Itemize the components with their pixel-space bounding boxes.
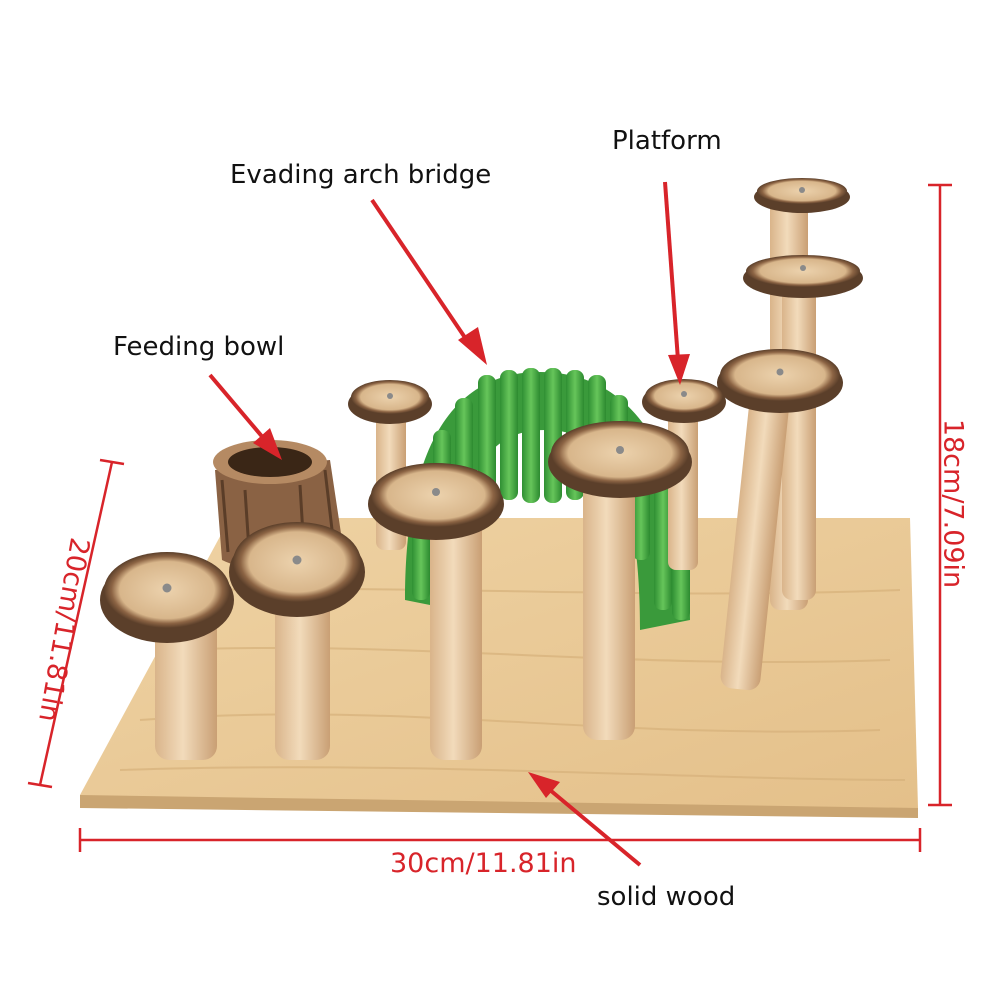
label-feeding-bowl: Feeding bowl [113, 332, 285, 362]
label-solid-wood: solid wood [597, 882, 736, 912]
annotation-arrows [208, 181, 690, 867]
dimension-lines [27, 183, 952, 852]
platform-disc-front-left [100, 552, 234, 643]
label-platform: Platform [612, 126, 722, 156]
dimension-width: 30cm/11.81in [390, 848, 577, 879]
platform-disc-top [754, 178, 850, 213]
label-evading-arch-bridge: Evading arch bridge [230, 160, 492, 190]
platform-disc-small [642, 379, 726, 423]
platform-disc-center [368, 463, 504, 540]
round-platforms [100, 178, 863, 643]
platform-disc-front-mid [229, 522, 365, 617]
platform-disc-back-left [348, 380, 432, 424]
platform-disc-center-right [548, 421, 692, 498]
dimension-height: 18cm/7.09in [937, 418, 969, 589]
platform-disc-right [717, 349, 843, 413]
platform-disc-mid [743, 255, 863, 298]
